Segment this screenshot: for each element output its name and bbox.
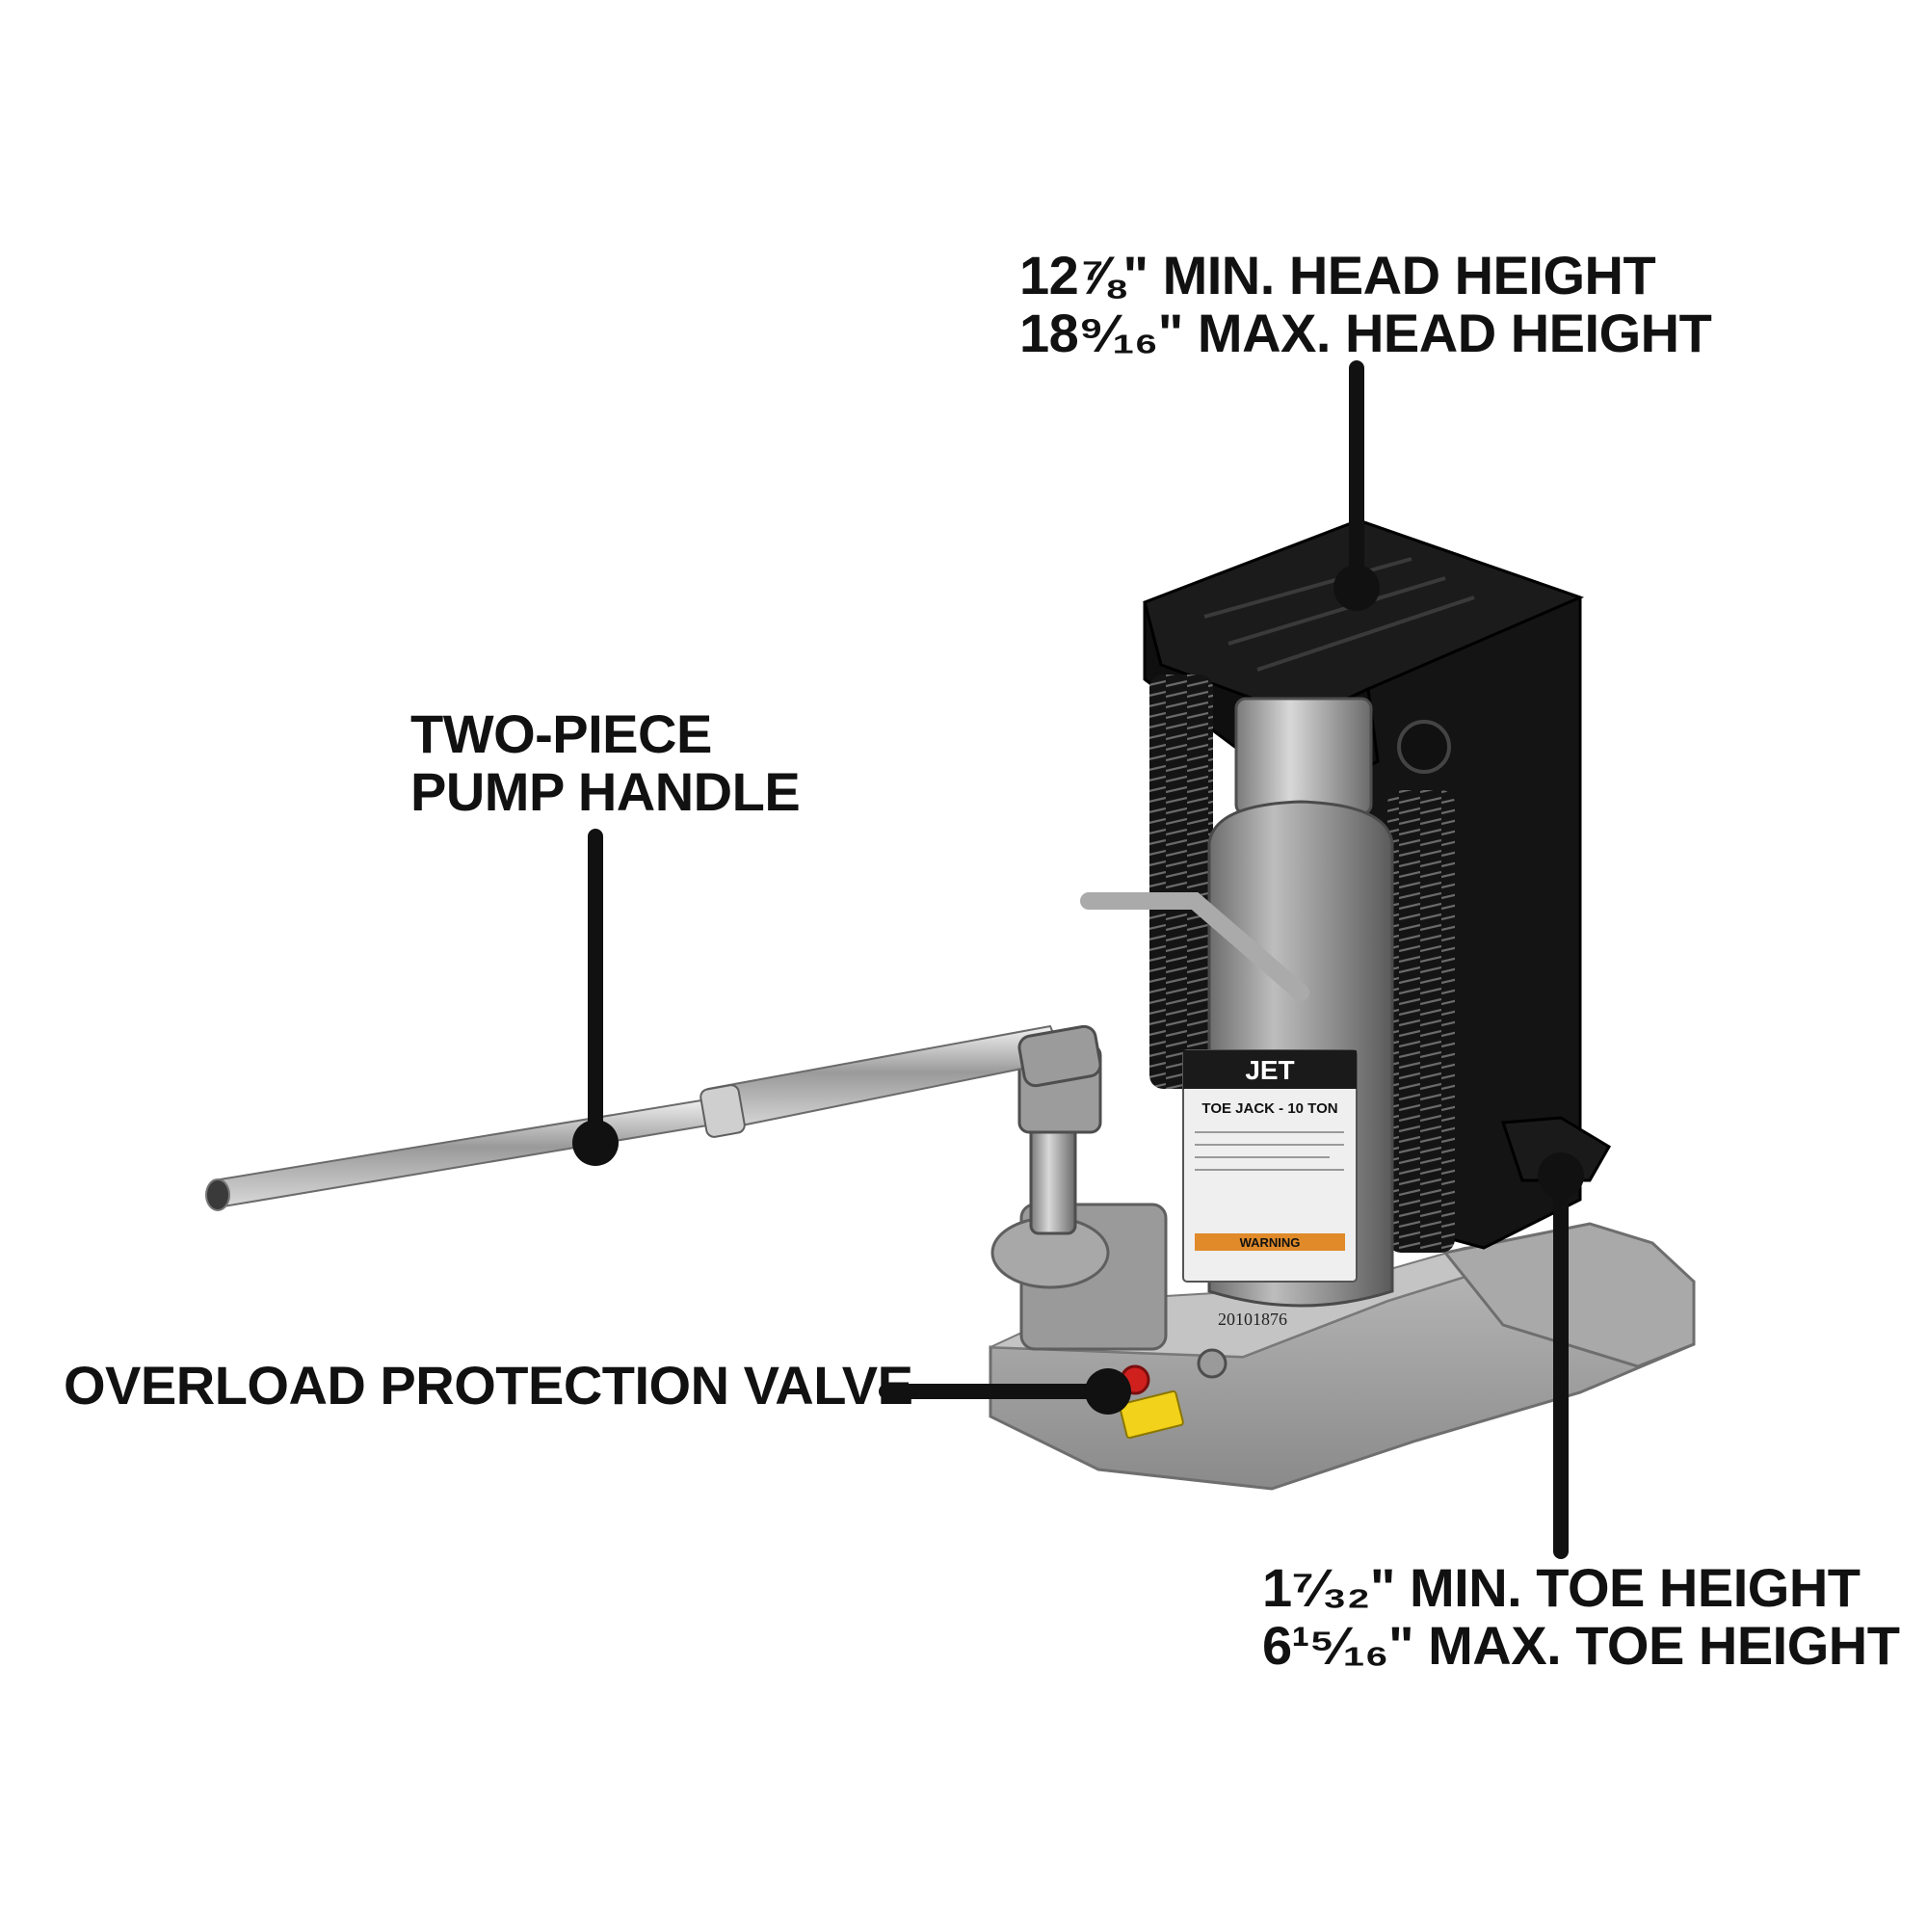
toe-height-max: 6¹⁵⁄₁₆" MAX. TOE HEIGHT <box>1262 1615 1900 1676</box>
label-warning: WARNING <box>1240 1235 1301 1250</box>
toe-height-callout: 1⁷⁄₃₂" MIN. TOE HEIGHT 6¹⁵⁄₁₆" MAX. TOE … <box>1262 1557 1900 1676</box>
label-model: TOE JACK - 10 TON <box>1201 1100 1337 1117</box>
head-height-max: 18⁹⁄₁₆" MAX. HEAD HEIGHT <box>1019 303 1712 363</box>
valve-sticker <box>1119 1389 1184 1440</box>
pump-handle-callout: TWO-PIECE PUMP HANDLE <box>410 703 801 822</box>
pump-handle-dot <box>572 1120 619 1166</box>
head-pivot-knob <box>1397 720 1451 774</box>
pump-handle <box>205 1024 1102 1211</box>
left-spring <box>1149 675 1213 1089</box>
carry-handle <box>1080 892 1309 1001</box>
label-brand: JET <box>1245 1055 1294 1085</box>
toe-height-min: 1⁷⁄₃₂" MIN. TOE HEIGHT <box>1262 1557 1861 1618</box>
toe-lift-plate <box>1500 1116 1612 1182</box>
right-spring <box>1387 790 1455 1253</box>
serial-number: 20101876 <box>1218 1310 1287 1329</box>
head-height-dot <box>1333 565 1380 611</box>
product-label: JET TOE JACK - 10 TON WARNING 20101876 <box>1182 1049 1358 1329</box>
overload-valve-dot <box>1085 1368 1131 1415</box>
toe-foot <box>1442 1222 1696 1368</box>
ram <box>1234 697 1373 816</box>
head-height-min: 12⅞" MIN. HEAD HEIGHT <box>1019 245 1656 305</box>
toe-height-dot <box>1538 1152 1584 1199</box>
head-height-callout: 12⅞" MIN. HEAD HEIGHT 18⁹⁄₁₆" MAX. HEAD … <box>1019 245 1712 363</box>
overload-valve-callout: OVERLOAD PROTECTION VALVE <box>64 1355 913 1416</box>
release-valve <box>1197 1348 1227 1379</box>
pump-plunger <box>1029 1116 1077 1235</box>
pump-handle-line1: TWO-PIECE <box>410 703 712 764</box>
head-top-ridges <box>1203 557 1475 672</box>
pump-handle-line2: PUMP HANDLE <box>410 761 801 822</box>
overload-valve-label: OVERLOAD PROTECTION VALVE <box>64 1355 913 1416</box>
